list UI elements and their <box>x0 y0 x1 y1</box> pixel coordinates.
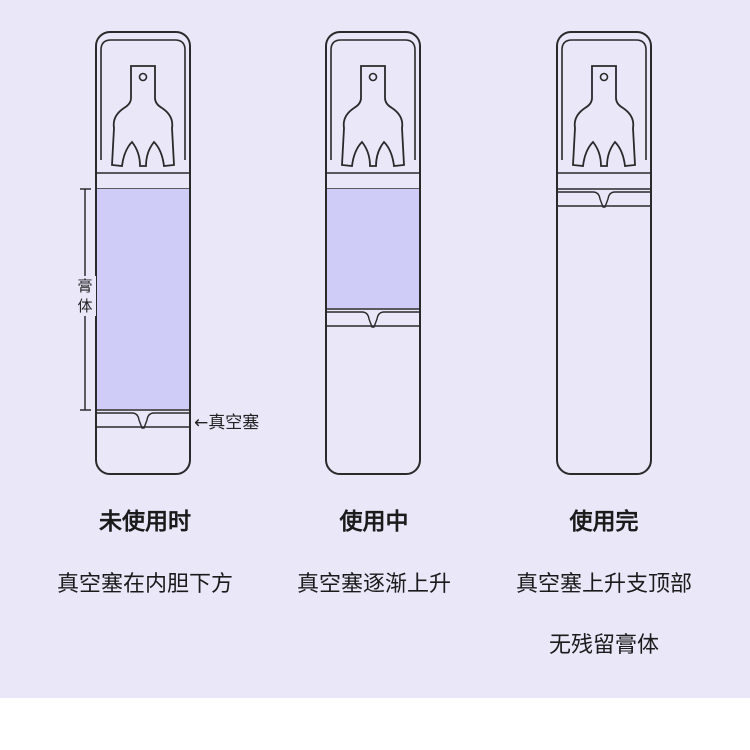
paste-body-label: 膏体 <box>74 276 96 316</box>
stage-desc-used-up: 真空塞上升支顶部 <box>515 572 692 597</box>
vacuum-piston <box>557 188 651 208</box>
stage-desc-used-up-2: 无残留膏体 <box>548 633 659 658</box>
pump-nozzle-icon <box>111 65 175 167</box>
arrow-left-icon: ← <box>194 413 209 433</box>
vacuum-piston <box>96 409 190 429</box>
piston-label-text: 真空塞 <box>208 413 260 433</box>
piston-label: ←真空塞 <box>194 408 259 433</box>
pump-nozzle-icon <box>572 65 636 167</box>
pump-nozzle-icon <box>341 65 405 167</box>
bottle-diagram <box>80 31 652 475</box>
paste-fill <box>97 189 189 409</box>
bottle-in-use <box>325 31 421 475</box>
paste-fill <box>327 189 419 308</box>
bottle-unused <box>95 31 191 475</box>
bottle-used-up <box>556 31 652 475</box>
stage-title-used-up: 使用完 <box>569 509 639 535</box>
stage-title-in-use: 使用中 <box>339 509 409 535</box>
vacuum-piston <box>326 308 420 328</box>
stage-desc-in-use: 真空塞逐渐上升 <box>296 572 451 597</box>
stage-desc-unused: 真空塞在内胆下方 <box>56 572 233 597</box>
stage-title-unused: 未使用时 <box>99 509 191 535</box>
